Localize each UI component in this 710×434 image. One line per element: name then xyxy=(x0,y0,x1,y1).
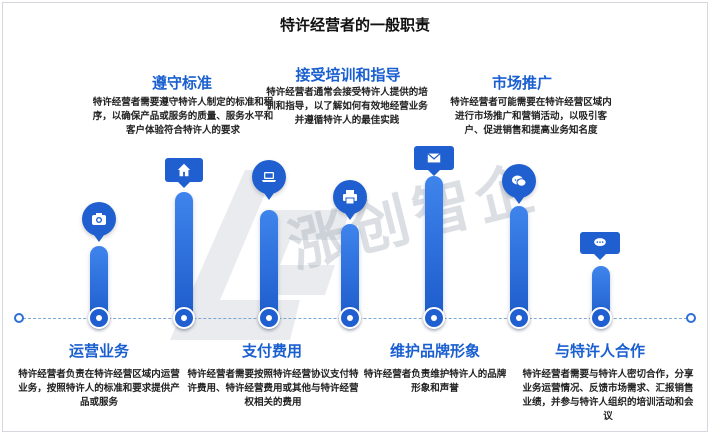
item-7-desc: 特许经营者需要与特许人密切合作，分享业务运营情况、反馈市场需求、汇报销售业绩，并… xyxy=(522,369,694,422)
item-5-bar xyxy=(425,176,443,328)
item-6-bar xyxy=(510,206,528,328)
item-4-bar xyxy=(341,224,359,328)
item-6-desc: 特许经营者可能需要在特许经营区域内进行市场推广和营销活动，以吸引客户、促进销售和… xyxy=(450,97,612,136)
item-2-bar xyxy=(175,192,193,328)
camera-icon xyxy=(82,202,116,242)
chat-icon xyxy=(502,164,536,204)
home-icon xyxy=(165,158,203,182)
item-7-heading: 与特许人合作 xyxy=(554,342,645,360)
item-4-desc: 特许经营者通常会接受特许人提供的培训和指导，以了解如何有效地经营业务并遵循特许人… xyxy=(266,87,428,126)
item-2-desc: 特许经营者需要遵守特许人制定的标准和程序，以确保产品或服务的质量、服务水平和客户… xyxy=(92,97,274,136)
item-6-heading: 市场推广 xyxy=(491,74,552,92)
envelope-icon xyxy=(414,146,454,170)
item-3-desc: 特许经营者需要按照特许经营协议支付特许费用、特许经营费用或其他与特许经营权相关的… xyxy=(187,369,359,408)
item-1-desc: 特许经营者负责在特许经营区域内运营业务，按照特许人的标准和要求提供产品或服务 xyxy=(18,369,180,408)
item-5-desc: 特许经营者负责维护特许人的品牌形象和声誉 xyxy=(363,369,507,394)
item-4-node xyxy=(339,307,361,329)
item-3-heading: 支付费用 xyxy=(241,342,302,360)
envelope-icon-pointer xyxy=(428,170,440,176)
item-5-heading: 维护品牌形象 xyxy=(389,342,480,360)
item-2-heading: 遵守标准 xyxy=(151,74,212,92)
item-4-heading: 接受培训和指导 xyxy=(295,66,401,84)
speech-bubble-icon-pointer xyxy=(594,254,606,260)
item-7-node xyxy=(590,307,612,329)
item-1-node xyxy=(88,307,110,329)
item-5-node xyxy=(423,307,445,329)
watermark-logo-icon xyxy=(170,170,350,340)
timeline-start-cap xyxy=(14,313,24,323)
timeline-end-cap xyxy=(686,313,696,323)
printer-icon xyxy=(333,180,367,220)
item-3-node xyxy=(258,307,280,329)
speech-bubble-icon xyxy=(580,232,620,254)
item-6-node xyxy=(508,307,530,329)
item-3-bar xyxy=(260,210,278,328)
item-2-node xyxy=(173,307,195,329)
home-icon-pointer xyxy=(178,182,190,188)
laptop-icon xyxy=(252,160,286,200)
diagram-title: 特许经营者的一般职责 xyxy=(279,16,430,34)
item-1-heading: 运营业务 xyxy=(68,342,129,360)
